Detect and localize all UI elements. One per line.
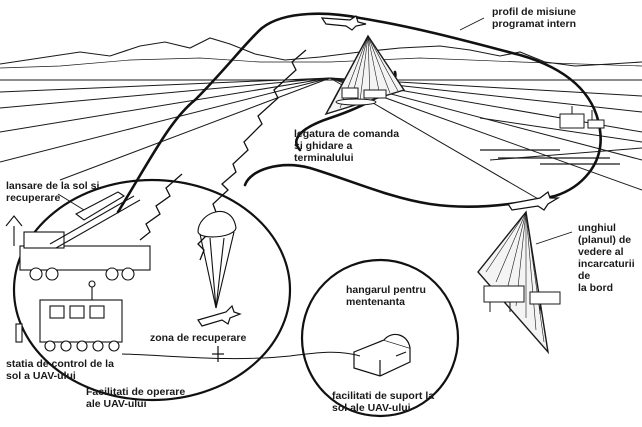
- payload-view-cone-lower: [477, 210, 550, 355]
- recovery-zone-marker: [212, 346, 224, 362]
- mission-profile-label: profil de misiune programat intern: [492, 6, 577, 30]
- ground-target-lower: [483, 285, 561, 314]
- label-pointers: [57, 17, 573, 245]
- mission-flight-path: [116, 12, 602, 214]
- runway-markings: [480, 149, 620, 165]
- ground-target-right: [559, 106, 605, 129]
- control-station-label: statia de control de la sol a UAV-ului: [6, 358, 114, 382]
- operating-facilities-label: Facilitati de operare ale UAV-ului: [86, 386, 186, 410]
- payload-view-angle-label: unghiul (planul) de vedere al incarcatur…: [578, 222, 635, 294]
- ground-target-upper: [335, 87, 387, 106]
- maintenance-hangar: [353, 333, 411, 377]
- operating-area-boundary: [12, 178, 292, 402]
- uav-aircraft-descending-icon: [197, 304, 242, 327]
- ground-control-station: [15, 280, 123, 352]
- support-area-boundary: [300, 258, 460, 418]
- launcher-truck: [5, 191, 151, 281]
- recovery-parachute: [197, 211, 237, 309]
- mountain-range: [0, 37, 642, 69]
- recovery-zone-label: zona de recuperare: [150, 332, 247, 344]
- uav-aircraft-top-icon: [320, 15, 367, 31]
- command-link-label: legatura de comanda si ghidare a termina…: [294, 128, 400, 164]
- launch-recovery-label: lansare de la sol si recuperare: [6, 180, 100, 204]
- uav-aircraft-right-icon: [506, 191, 561, 211]
- maintenance-hangar-label: hangarul pentru mentenanta: [346, 284, 426, 308]
- ground-connection-cable: [121, 351, 361, 360]
- ground-support-label: facilitati de suport la sol ale UAV-ului: [332, 390, 435, 414]
